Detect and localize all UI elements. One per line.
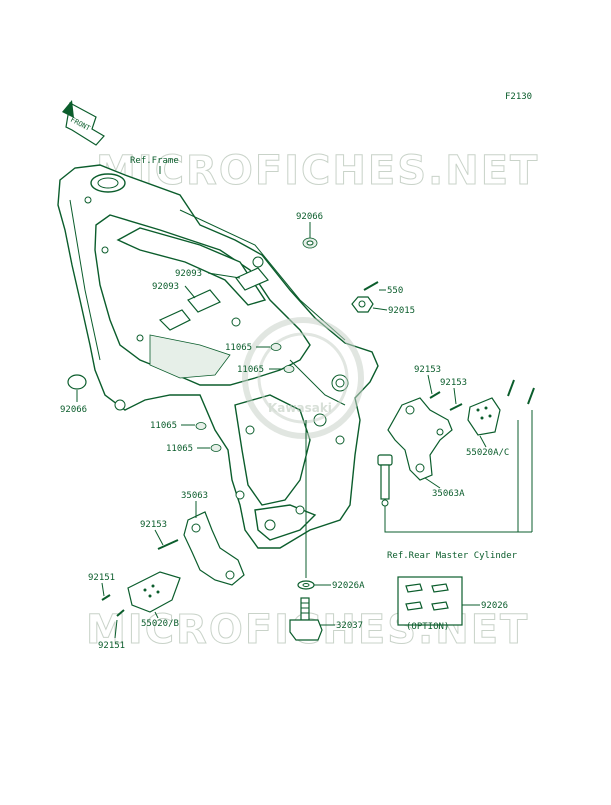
- front-arrow-icon: FRONT: [62, 100, 105, 146]
- part-550-band: [363, 281, 379, 291]
- ref-frame-label: Ref.Frame: [130, 156, 179, 166]
- option-label: (OPTION): [406, 622, 449, 632]
- label-92093-a: 92093: [175, 269, 202, 279]
- part-92026a-washer: [297, 580, 315, 590]
- label-92066-top: 92066: [296, 212, 323, 222]
- label-11065-d: 11065: [166, 444, 193, 454]
- part-92153-bolts-right: [429, 379, 535, 411]
- label-92153-l: 92153: [140, 520, 167, 530]
- label-35063: 35063: [181, 491, 208, 501]
- label-11065-a: 11065: [225, 343, 252, 353]
- label-92151-b: 92151: [98, 641, 125, 651]
- kawasaki-logo: Kawasaki: [242, 317, 364, 439]
- label-92153-r2: 92153: [440, 378, 467, 388]
- label-35063a: 35063A: [432, 489, 465, 499]
- label-11065-c: 11065: [150, 421, 177, 431]
- label-55020b: 55020/B: [141, 619, 179, 629]
- label-55020ac: 55020A/C: [466, 448, 509, 458]
- part-92151-bolts: [101, 594, 125, 617]
- part-55020ac-heelguard: [467, 397, 501, 436]
- label-32037: 32037: [336, 621, 363, 631]
- label-11065-b: 11065: [237, 365, 264, 375]
- label-92066-left: 92066: [60, 405, 87, 415]
- logo-text: Kawasaki: [268, 401, 332, 415]
- watermark-top: MICROFICHES.NET: [96, 148, 539, 194]
- part-35063-bracket: [183, 511, 245, 586]
- part-11065-plugs: [195, 343, 295, 452]
- label-92153-r1: 92153: [414, 365, 441, 375]
- part-92153-bolt-left: [157, 539, 179, 550]
- ref-master-cylinder-label: Ref.Rear Master Cylinder: [387, 551, 518, 561]
- label-92026a: 92026A: [332, 581, 365, 591]
- label-92093-b: 92093: [152, 282, 179, 292]
- label-550: 550: [387, 286, 403, 296]
- label-92015: 92015: [388, 306, 415, 316]
- part-92026-shims: [397, 576, 463, 626]
- part-92093-pads: [158, 267, 269, 331]
- part-32037-stopper: [289, 597, 323, 641]
- part-55020b-heelguard: [127, 571, 181, 613]
- part-master-cylinder: [377, 454, 393, 515]
- part-92066-cap-left: [67, 374, 87, 390]
- label-92151-a: 92151: [88, 573, 115, 583]
- motorcycle-frame: [57, 164, 379, 549]
- label-92026: 92026: [481, 601, 508, 611]
- part-92066-grommet-top: [302, 237, 318, 249]
- part-35063a-bracket: [387, 397, 453, 481]
- diagram-code: F2130: [505, 92, 532, 102]
- part-92015-nut: [351, 296, 374, 313]
